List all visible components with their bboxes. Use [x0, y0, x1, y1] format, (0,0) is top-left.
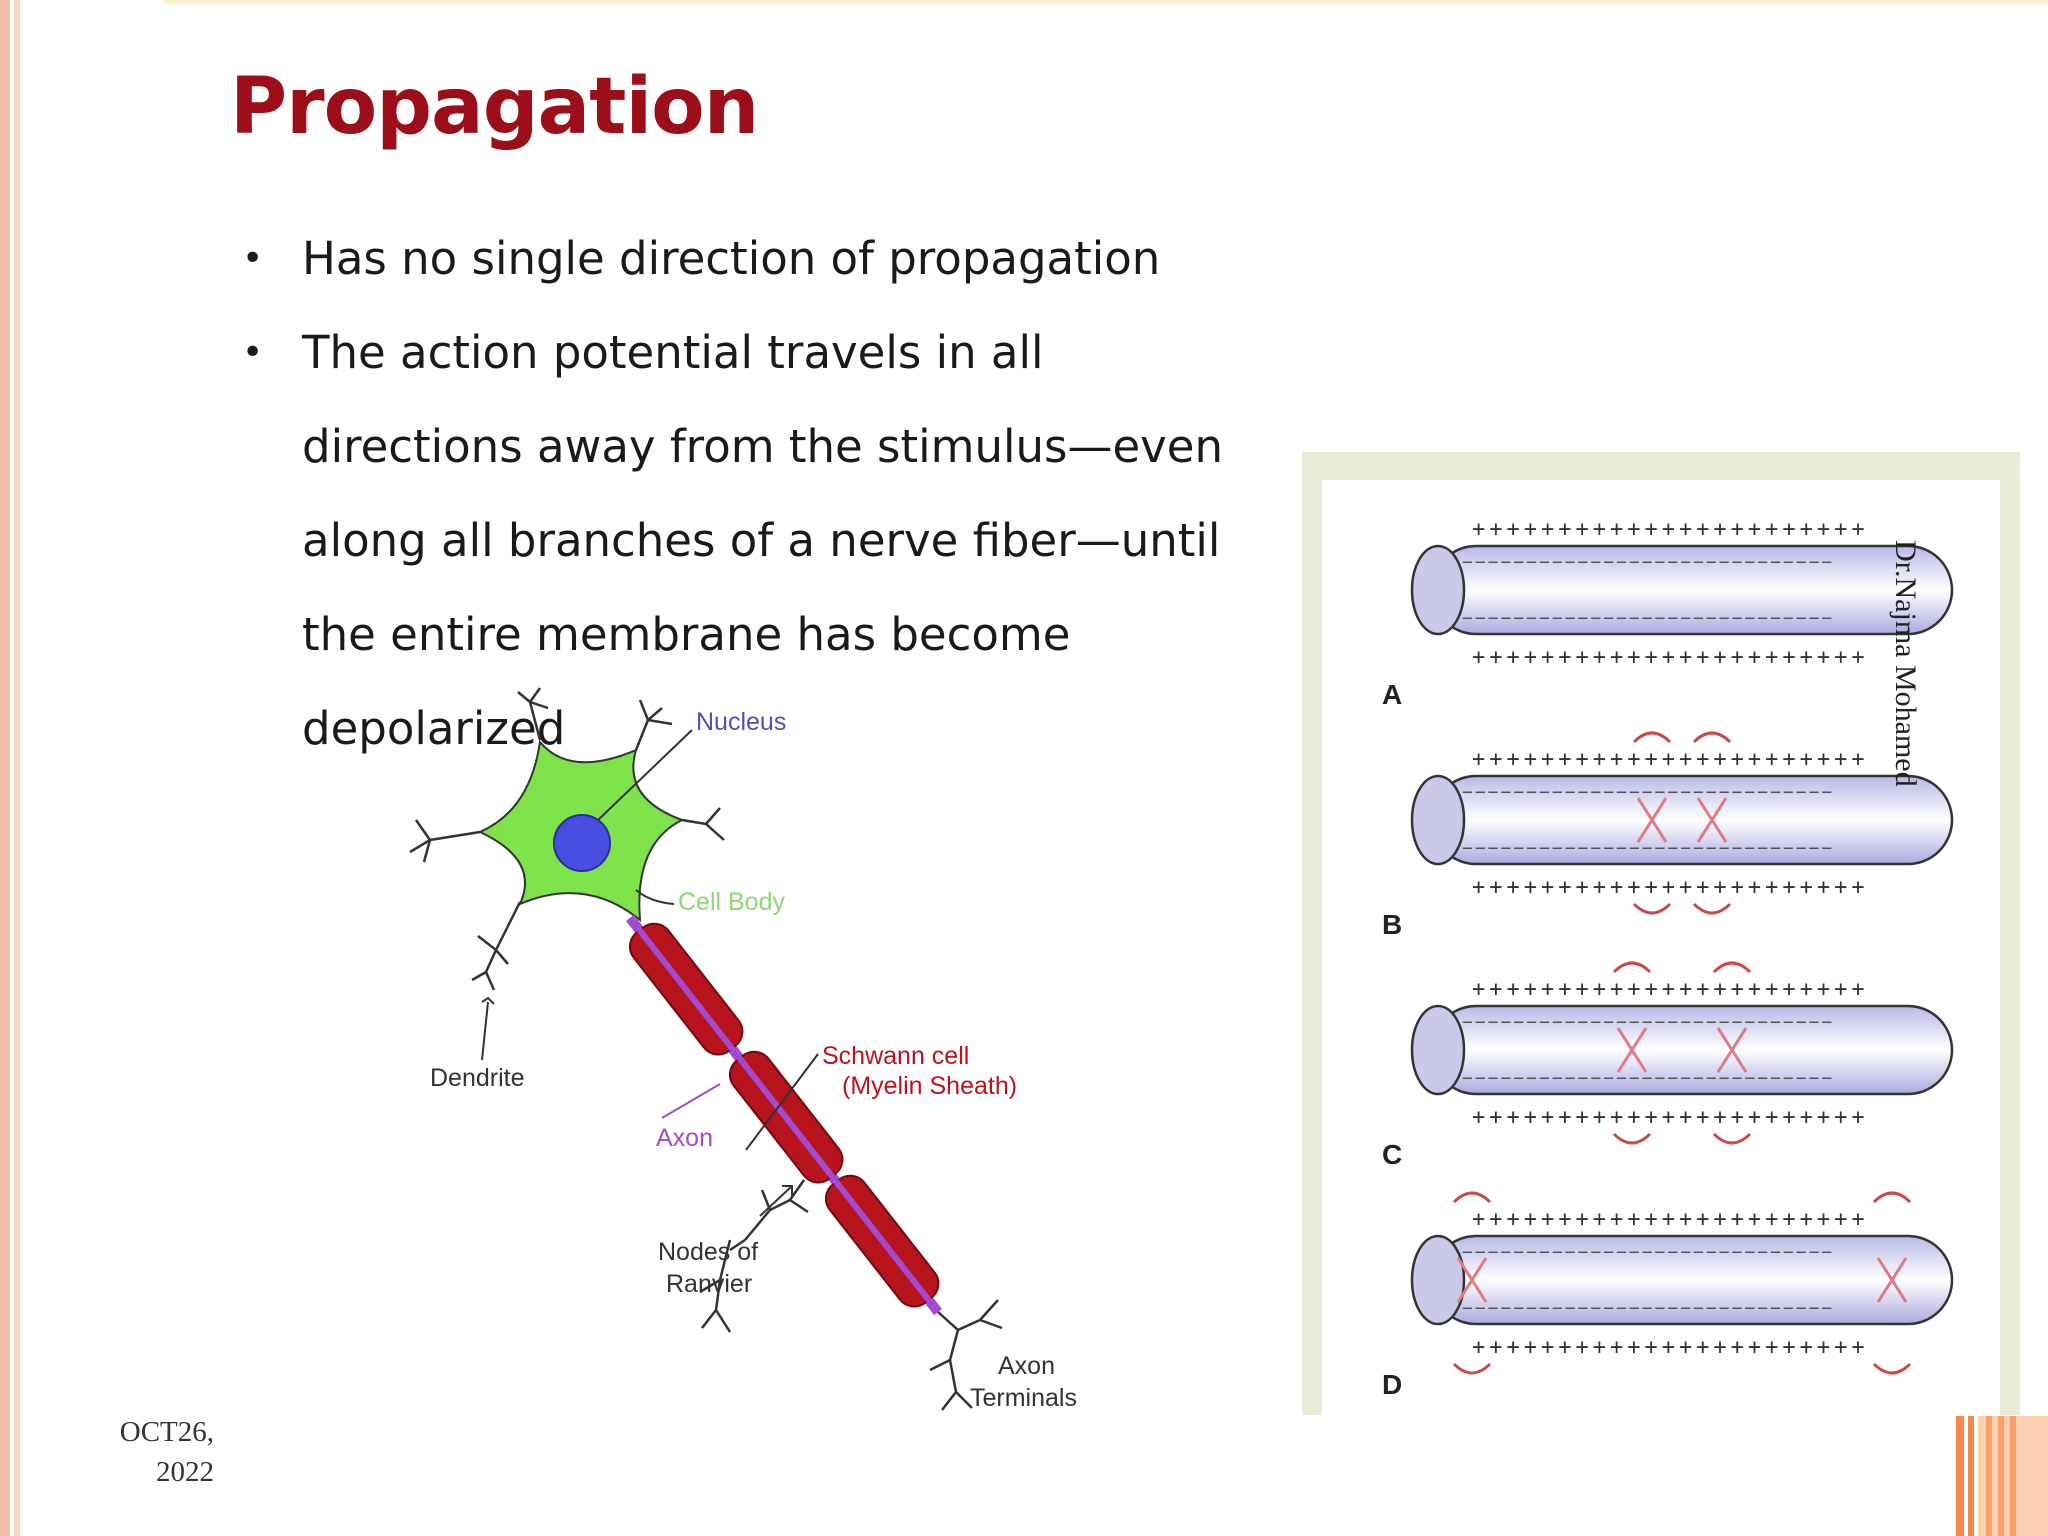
- corner-accent-stripes: [1956, 1416, 2048, 1536]
- bullet-dot-icon: •: [242, 238, 264, 279]
- label-axon-terminals-1: Axon: [998, 1352, 1055, 1380]
- current-arrow-top: [1452, 1191, 1492, 1204]
- label-ranvier: Ranvier: [666, 1270, 752, 1298]
- label-cell-body: Cell Body: [678, 888, 785, 916]
- label-dendrite: Dendrite: [430, 1064, 525, 1092]
- neuron-diagram: Nucleus Cell Body Dendrite Schwann cell …: [409, 687, 1077, 1412]
- current-cross-arrow: [1716, 1027, 1748, 1073]
- fiber-end-cap: [1410, 774, 1466, 866]
- bullet-text: Has no single direction of propagation: [302, 232, 1161, 285]
- panel-letter: C: [1382, 1139, 1402, 1170]
- axon-terminal-branches: [929, 1299, 1003, 1411]
- panel-letter: A: [1382, 679, 1402, 710]
- panel-letter: D: [1382, 1369, 1402, 1400]
- inner-charges-bottom: −−−−−−−−−−−−−−−−−−−−−−−−−−−−−: [1462, 1068, 1834, 1089]
- propagation-panel: +++++++++++++++++++++++ +++++++++++++++++…: [1302, 452, 2020, 1415]
- label-nodes-of: Nodes of: [658, 1238, 758, 1266]
- inner-charges-bottom: −−−−−−−−−−−−−−−−−−−−−−−−−−−−−: [1462, 1298, 1834, 1319]
- fiber-end-cap: [1410, 1004, 1466, 1096]
- left-accent-bar: [0, 0, 10, 1536]
- current-arrow-bottom: [1612, 1132, 1652, 1145]
- current-cross-arrow: [1636, 797, 1668, 843]
- label-axon: Axon: [656, 1124, 713, 1152]
- outer-charges-top: +++++++++++++++++++++++: [1472, 517, 1869, 542]
- inner-charges-top: −−−−−−−−−−−−−−−−−−−−−−−−−−−−−: [1462, 552, 1834, 573]
- bullet-list: •Has no single direction of propagation …: [238, 212, 1258, 776]
- outer-charges-top: +++++++++++++++++++++++: [1472, 747, 1869, 772]
- myelinated-axon: [626, 914, 942, 1316]
- date-line-2: 2022: [156, 1456, 214, 1488]
- nucleus-shape: [553, 814, 611, 872]
- current-arrow-top: [1692, 731, 1732, 744]
- bullet-text: The action potential travels in all dire…: [302, 326, 1223, 755]
- author-watermark: Dr.Najma Mohamed: [1889, 540, 1922, 787]
- label-axon-terminals-2: Terminals: [970, 1384, 1077, 1412]
- current-arrow-bottom: [1452, 1362, 1492, 1375]
- outer-charges-bottom: +++++++++++++++++++++++: [1472, 645, 1869, 670]
- outer-charges-bottom: +++++++++++++++++++++++: [1472, 875, 1869, 900]
- label-leader-lines: [481, 729, 819, 1217]
- inner-charges-bottom: −−−−−−−−−−−−−−−−−−−−−−−−−−−−−: [1462, 608, 1834, 629]
- bullet-dot-icon: •: [242, 332, 264, 373]
- label-schwann-cell: Schwann cell: [822, 1042, 969, 1070]
- current-arrow-top: [1872, 1191, 1912, 1204]
- current-cross-arrow: [1696, 797, 1728, 843]
- current-cross-arrow: [1456, 1257, 1488, 1303]
- bullet-item: • Has no single direction of propagation: [238, 212, 1258, 306]
- current-arrow-bottom: [1712, 1132, 1752, 1145]
- outer-charges-bottom: +++++++++++++++++++++++: [1472, 1105, 1869, 1130]
- inner-charges-top: −−−−−−−−−−−−−−−−−−−−−−−−−−−−−: [1462, 1242, 1834, 1263]
- current-arrow-top: [1632, 731, 1672, 744]
- inner-charges-top: −−−−−−−−−−−−−−−−−−−−−−−−−−−−−: [1462, 1012, 1834, 1033]
- inner-charges-bottom: −−−−−−−−−−−−−−−−−−−−−−−−−−−−−: [1462, 838, 1834, 859]
- top-accent-band: [164, 0, 2048, 6]
- fiber-end-cap: [1410, 544, 1466, 636]
- date-line-1: OCT26,: [119, 1416, 214, 1448]
- inner-charges-top: −−−−−−−−−−−−−−−−−−−−−−−−−−−−−: [1462, 782, 1834, 803]
- fiber-end-cap: [1410, 1234, 1466, 1326]
- current-cross-arrow: [1876, 1257, 1908, 1303]
- slide-date: OCT26, 2022: [108, 1412, 214, 1492]
- left-accent-bar-inner: [14, 0, 20, 1536]
- outer-charges-bottom: +++++++++++++++++++++++: [1472, 1335, 1869, 1360]
- propagation-diagram: +++++++++++++++++++++++ +++++++++++++++++…: [1382, 517, 1954, 1400]
- outer-charges-top: +++++++++++++++++++++++: [1472, 977, 1869, 1002]
- bullet-item: • The action potential travels in all dir…: [238, 306, 1258, 776]
- current-arrow-bottom: [1692, 902, 1732, 915]
- label-myelin-sheath: (Myelin Sheath): [842, 1072, 1017, 1100]
- current-arrow-top: [1712, 961, 1752, 974]
- label-nucleus: Nucleus: [696, 708, 786, 736]
- current-arrow-top: [1612, 961, 1652, 974]
- outer-charges-top: +++++++++++++++++++++++: [1472, 1207, 1869, 1232]
- current-arrow-bottom: [1632, 902, 1672, 915]
- panel-letter: B: [1382, 909, 1402, 940]
- current-cross-arrow: [1616, 1027, 1648, 1073]
- slide-title: Propagation: [230, 62, 759, 152]
- dendrite-branches: [409, 687, 809, 1333]
- current-arrow-bottom: [1872, 1362, 1912, 1375]
- propagation-panel-inner: +++++++++++++++++++++++ +++++++++++++++++…: [1322, 480, 2000, 1415]
